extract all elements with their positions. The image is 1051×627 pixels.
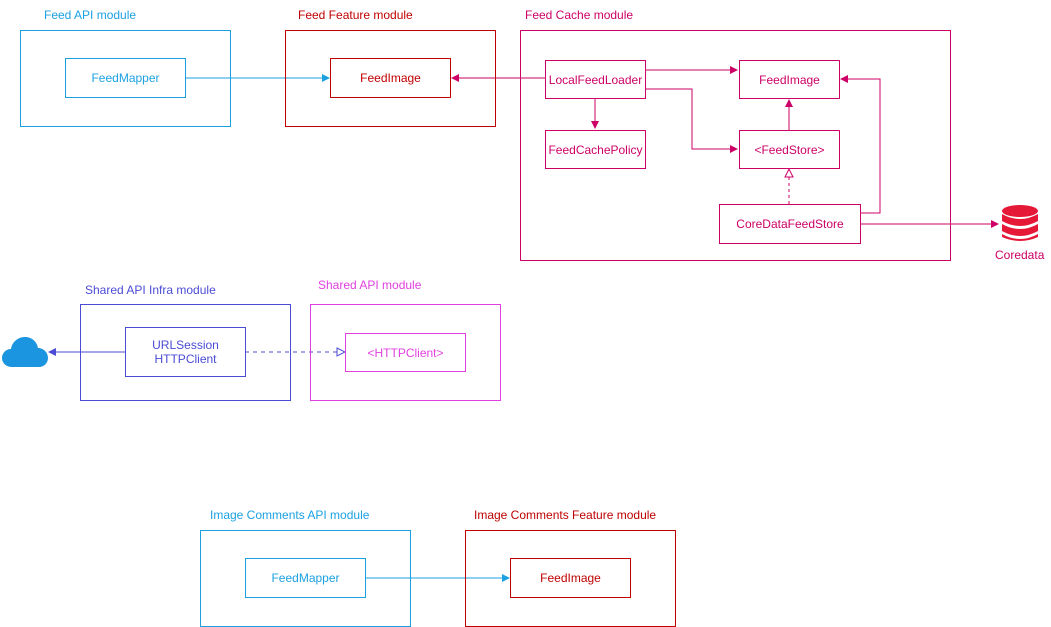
feed-image-node[interactable]: FeedImage (330, 58, 451, 98)
cache-feed-image-node[interactable]: FeedImage (739, 60, 840, 99)
shared-api-infra-module-title: Shared API Infra module (85, 283, 216, 297)
feed-cache-module-title: Feed Cache module (525, 8, 634, 22)
shared-api-module (310, 304, 501, 401)
local-feed-loader-node[interactable]: LocalFeedLoader (545, 60, 646, 99)
edge-localfeedloader-to-feedstore (645, 88, 738, 153)
coredata-label: Coredata (995, 248, 1045, 262)
cloud-icon (2, 337, 48, 367)
feed-feature-module-title: Feed Feature module (298, 8, 413, 22)
urlsession-httpclient-node[interactable]: URLSession HTTPClient (125, 327, 246, 377)
feed-store-protocol-node[interactable]: <FeedStore> (739, 130, 840, 169)
image-comments-api-module-title: Image Comments API module (210, 508, 370, 522)
feed-api-module (20, 30, 231, 127)
comments-feed-image-node[interactable]: FeedImage (510, 558, 631, 598)
image-comments-feature-module-title: Image Comments Feature module (474, 508, 657, 522)
feed-cache-module (520, 30, 951, 261)
shared-api-module-title: Shared API module (318, 278, 422, 292)
feed-cache-policy-node[interactable]: FeedCachePolicy (545, 130, 646, 169)
database-icon (1002, 205, 1038, 241)
feed-feature-module (285, 30, 496, 127)
core-data-feed-store-node[interactable]: CoreDataFeedStore (719, 204, 861, 244)
shared-api-infra-module (80, 304, 291, 401)
comments-feed-mapper-node[interactable]: FeedMapper (245, 558, 366, 598)
feed-mapper-node[interactable]: FeedMapper (65, 58, 186, 98)
httpclient-protocol-node[interactable]: <HTTPClient> (345, 333, 466, 372)
edge-coredatafeedstore-to-feedimage (840, 75, 881, 214)
feed-api-module-title: Feed API module (44, 8, 137, 22)
